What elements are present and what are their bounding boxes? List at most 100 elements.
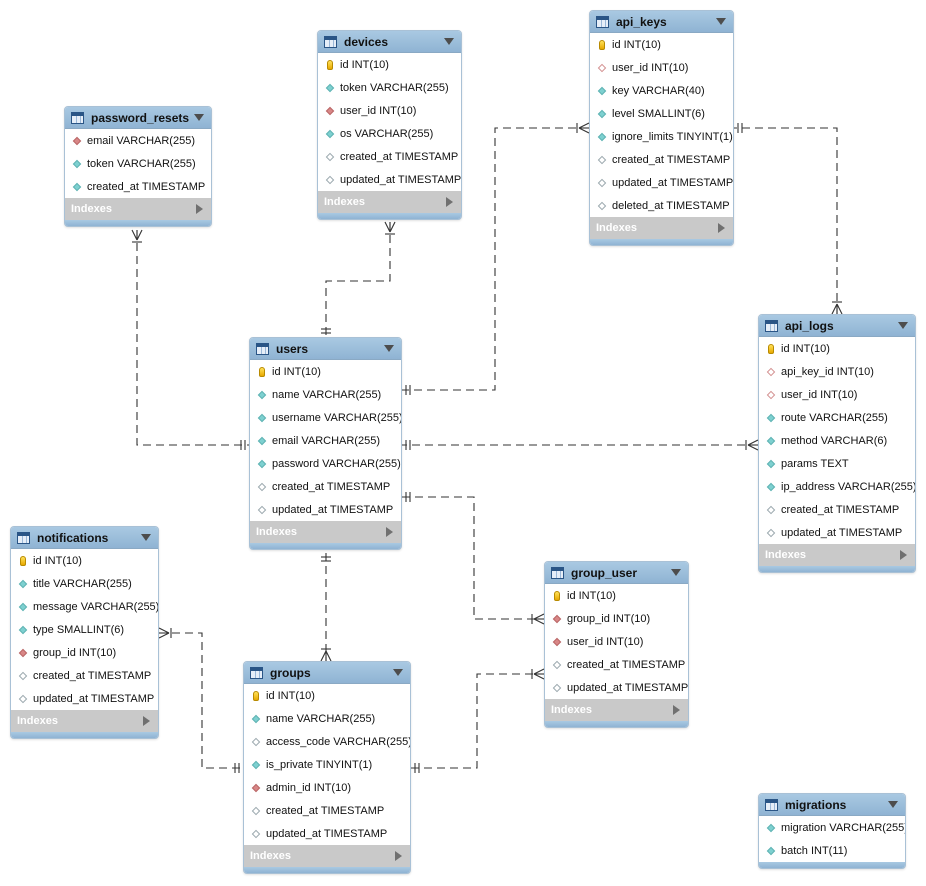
expand-arrow-icon[interactable]	[386, 527, 393, 537]
column-row[interactable]: type SMALLINT(6)	[11, 618, 158, 641]
table-header[interactable]: notifications	[11, 527, 158, 549]
column-row[interactable]: created_at TIMESTAMP	[318, 145, 461, 168]
column-row[interactable]: user_id INT(10)	[759, 383, 915, 406]
column-row[interactable]: title VARCHAR(255)	[11, 572, 158, 595]
column-row[interactable]: name VARCHAR(255)	[244, 707, 410, 730]
column-row[interactable]: ignore_limits TINYINT(1)	[590, 125, 733, 148]
column-row[interactable]: created_at TIMESTAMP	[244, 799, 410, 822]
indexes-section[interactable]: Indexes	[65, 198, 211, 220]
column-row[interactable]: id INT(10)	[318, 53, 461, 76]
column-row[interactable]: updated_at TIMESTAMP	[318, 168, 461, 191]
column-row[interactable]: message VARCHAR(255)	[11, 595, 158, 618]
expand-arrow-icon[interactable]	[395, 851, 402, 861]
column-row[interactable]: id INT(10)	[11, 549, 158, 572]
column-row[interactable]: updated_at TIMESTAMP	[244, 822, 410, 845]
column-row[interactable]: api_key_id INT(10)	[759, 360, 915, 383]
expand-arrow-icon[interactable]	[446, 197, 453, 207]
column-row[interactable]: id INT(10)	[545, 584, 688, 607]
column-row[interactable]: token VARCHAR(255)	[318, 76, 461, 99]
collapse-arrow-icon[interactable]	[671, 569, 681, 576]
relationship-line	[325, 222, 391, 337]
column-row[interactable]: user_id INT(10)	[545, 630, 688, 653]
column-row[interactable]: batch INT(11)	[759, 839, 905, 862]
column-row[interactable]: access_code VARCHAR(255)	[244, 730, 410, 753]
collapse-arrow-icon[interactable]	[898, 322, 908, 329]
column-row[interactable]: group_id INT(10)	[545, 607, 688, 630]
column-row[interactable]: created_at TIMESTAMP	[250, 475, 401, 498]
column-row[interactable]: updated_at TIMESTAMP	[590, 171, 733, 194]
table-header[interactable]: password_resets	[65, 107, 211, 129]
column-row[interactable]: name VARCHAR(255)	[250, 383, 401, 406]
column-row[interactable]: username VARCHAR(255)	[250, 406, 401, 429]
column-row[interactable]: created_at TIMESTAMP	[65, 175, 211, 198]
collapse-arrow-icon[interactable]	[384, 345, 394, 352]
column-row[interactable]: updated_at TIMESTAMP	[11, 687, 158, 710]
expand-arrow-icon[interactable]	[718, 223, 725, 233]
column-row[interactable]: os VARCHAR(255)	[318, 122, 461, 145]
column-row[interactable]: id INT(10)	[590, 33, 733, 56]
column-row[interactable]: created_at TIMESTAMP	[759, 498, 915, 521]
column-row[interactable]: password VARCHAR(255)	[250, 452, 401, 475]
table-header[interactable]: devices	[318, 31, 461, 53]
indexes-section[interactable]: Indexes	[250, 521, 401, 543]
collapse-arrow-icon[interactable]	[393, 669, 403, 676]
indexes-section[interactable]: Indexes	[590, 217, 733, 239]
expand-arrow-icon[interactable]	[673, 705, 680, 715]
table-name: api_logs	[785, 318, 834, 333]
column-row[interactable]: token VARCHAR(255)	[65, 152, 211, 175]
collapse-arrow-icon[interactable]	[444, 38, 454, 45]
column-row[interactable]: updated_at TIMESTAMP	[759, 521, 915, 544]
expand-arrow-icon[interactable]	[900, 550, 907, 560]
column-row[interactable]: ip_address VARCHAR(255)	[759, 475, 915, 498]
column-row[interactable]: user_id INT(10)	[318, 99, 461, 122]
column-row[interactable]: user_id INT(10)	[590, 56, 733, 79]
column-row[interactable]: email VARCHAR(255)	[250, 429, 401, 452]
column-row[interactable]: id INT(10)	[244, 684, 410, 707]
column-row[interactable]: created_at TIMESTAMP	[590, 148, 733, 171]
column-row[interactable]: method VARCHAR(6)	[759, 429, 915, 452]
column-row[interactable]: updated_at TIMESTAMP	[250, 498, 401, 521]
column-row[interactable]: email VARCHAR(255)	[65, 129, 211, 152]
column-row[interactable]: created_at TIMESTAMP	[545, 653, 688, 676]
column-row[interactable]: updated_at TIMESTAMP	[545, 676, 688, 699]
column-row[interactable]: created_at TIMESTAMP	[11, 664, 158, 687]
table-header[interactable]: api_logs	[759, 315, 915, 337]
indexes-section[interactable]: Indexes	[759, 544, 915, 566]
table-header[interactable]: migrations	[759, 794, 905, 816]
column-row[interactable]: deleted_at TIMESTAMP	[590, 194, 733, 217]
column-row[interactable]: params TEXT	[759, 452, 915, 475]
indexes-section[interactable]: Indexes	[318, 191, 461, 213]
collapse-arrow-icon[interactable]	[888, 801, 898, 808]
collapse-arrow-icon[interactable]	[194, 114, 204, 121]
table-header[interactable]: users	[250, 338, 401, 360]
column-row[interactable]: admin_id INT(10)	[244, 776, 410, 799]
column-row[interactable]: is_private TINYINT(1)	[244, 753, 410, 776]
table-header[interactable]: api_keys	[590, 11, 733, 33]
column-row[interactable]: level SMALLINT(6)	[590, 102, 733, 125]
expand-arrow-icon[interactable]	[196, 204, 203, 214]
collapse-arrow-icon[interactable]	[141, 534, 151, 541]
column-row[interactable]: route VARCHAR(255)	[759, 406, 915, 429]
column-label: os VARCHAR(255)	[340, 127, 434, 140]
expand-arrow-icon[interactable]	[143, 716, 150, 726]
indexes-section[interactable]: Indexes	[545, 699, 688, 721]
column-row[interactable]: migration VARCHAR(255)	[759, 816, 905, 839]
column-row[interactable]: id INT(10)	[759, 337, 915, 360]
collapse-arrow-icon[interactable]	[716, 18, 726, 25]
table-header[interactable]: group_user	[545, 562, 688, 584]
table-header[interactable]: groups	[244, 662, 410, 684]
column-row[interactable]: key VARCHAR(40)	[590, 79, 733, 102]
column-row[interactable]: id INT(10)	[250, 360, 401, 383]
column-row[interactable]: group_id INT(10)	[11, 641, 158, 664]
indexes-section[interactable]: Indexes	[244, 845, 410, 867]
indexes-section[interactable]: Indexes	[11, 710, 158, 732]
